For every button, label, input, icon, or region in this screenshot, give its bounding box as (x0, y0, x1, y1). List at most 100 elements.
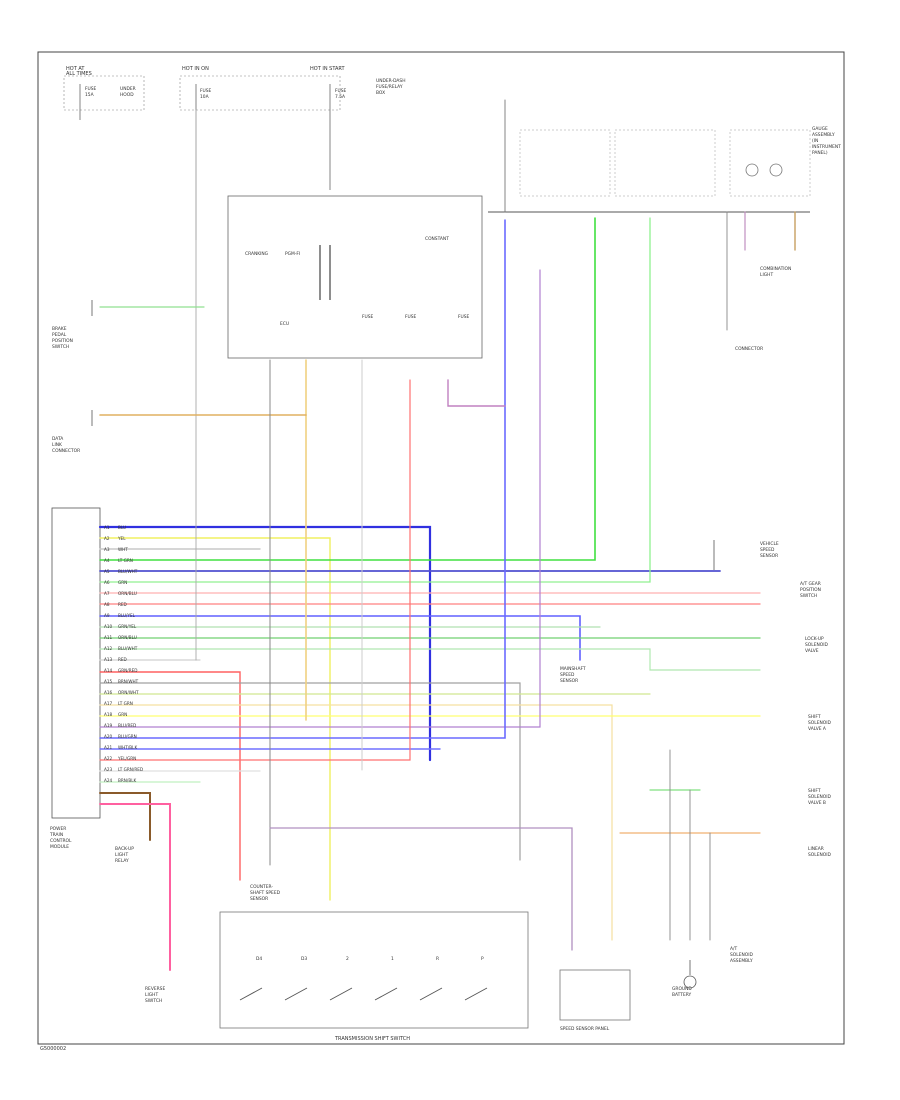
pcm-pin-number: A20 (104, 734, 113, 739)
ground-symbol (683, 960, 697, 989)
svg-text:ASSEMBLY: ASSEMBLY (730, 958, 753, 964)
pcm-wire-color: BLU/YEL (118, 613, 136, 618)
switch-contact (239, 987, 263, 1001)
footer-code: G5000002 (40, 1046, 66, 1052)
pcm-wire-color: LT GRN/RED (118, 767, 143, 772)
svg-text:FUSE: FUSE (335, 88, 347, 94)
svg-text:10A: 10A (200, 94, 209, 100)
pcm-pin-number: A24 (104, 778, 113, 783)
pcm-pin-number: A4 (104, 558, 110, 563)
pcm-wire-color: GRN/YEL (118, 624, 137, 629)
svg-text:DATA: DATA (52, 436, 63, 442)
svg-text:SWITCH: SWITCH (800, 593, 817, 599)
pcm-pin-number: A19 (104, 723, 113, 728)
svg-text:REVERSE: REVERSE (145, 986, 165, 992)
svg-text:VALVE B: VALVE B (808, 800, 826, 806)
svg-text:SOLENOID: SOLENOID (808, 720, 831, 726)
pcm-pin-number: A15 (104, 679, 113, 684)
pcm-wire-color: RED (118, 602, 127, 607)
speed-sensor-title: SPEED SENSOR PANEL (560, 1026, 610, 1032)
pcm-pin-number: A21 (104, 745, 113, 750)
svg-text:SHIFT: SHIFT (808, 714, 821, 720)
svg-text:MODULE: MODULE (50, 844, 69, 850)
switch-position-label: R (436, 956, 439, 962)
pcm-wire-color: LT GRN (118, 701, 133, 706)
svg-text:LINEAR: LINEAR (808, 846, 824, 852)
switch-position-label: P (481, 956, 484, 962)
pcm-wire-color: GRN (118, 580, 127, 585)
pcm-wire-color: LT GRN (118, 558, 133, 563)
svg-text:FUSE: FUSE (458, 314, 470, 320)
switch-contact (329, 987, 353, 1001)
svg-text:BOX: BOX (376, 90, 385, 96)
switch-contact (464, 987, 488, 1001)
pcm-wire-color: BLU/WHT (118, 569, 138, 574)
svg-text:CONSTANT: CONSTANT (425, 236, 449, 242)
fuse-box-left: HOT AT ALL TIMES FUSE 15A UNDER HOOD (63, 66, 145, 120)
pcm-pin-number: A9 (104, 613, 110, 618)
pcm-wire-color: ORN/BLU (118, 591, 137, 596)
svg-text:CONNECTOR: CONNECTOR (735, 346, 763, 352)
pcm-pin-number: A7 (104, 591, 110, 596)
pcm-wire-color: RED (118, 657, 127, 662)
svg-text:SENSOR: SENSOR (760, 553, 778, 559)
svg-text:SHIFT: SHIFT (808, 788, 821, 794)
pcm-wire-color: GRN (118, 712, 127, 717)
svg-text:A/T: A/T (730, 946, 737, 952)
svg-text:SOLENOID: SOLENOID (808, 794, 831, 800)
svg-text:7.5A: 7.5A (335, 94, 345, 100)
svg-text:TRAIN: TRAIN (49, 832, 63, 838)
svg-text:CONTROL: CONTROL (50, 838, 72, 844)
svg-text:COMBINATION: COMBINATION (760, 266, 791, 272)
svg-text:SOLENOID: SOLENOID (730, 952, 753, 958)
svg-text:HOT AT: HOT AT (66, 66, 85, 72)
svg-text:SENSOR: SENSOR (250, 896, 268, 902)
pcm-pin-number: A6 (104, 580, 110, 585)
pcm-pin-number: A13 (104, 657, 113, 662)
svg-text:RELAY: RELAY (115, 858, 129, 864)
switch-contact (419, 987, 443, 1001)
svg-text:UNDER: UNDER (120, 86, 136, 92)
pcm-pin-number: A11 (104, 635, 113, 640)
svg-text:SPEED: SPEED (760, 547, 775, 553)
svg-text:A/T GEAR: A/T GEAR (800, 581, 821, 587)
indicator-panel: GAUGE ASSEMBLY (IN INSTRUMENT PANEL) COM… (488, 126, 841, 352)
svg-text:VEHICLE: VEHICLE (760, 541, 779, 547)
svg-text:LOCK-UP: LOCK-UP (805, 636, 824, 642)
pcm-wire-color: YEL (117, 536, 126, 541)
switch-position-label: D4 (256, 956, 262, 962)
switch-contact (374, 987, 398, 1001)
pcm-pin-number: A16 (104, 690, 113, 695)
switch-position-label: D3 (301, 956, 307, 962)
pcm-wire-color: BLU/GRN (118, 734, 137, 739)
pcm-wire-color: ORN/WHT (118, 690, 139, 695)
shift-switch-title: TRANSMISSION SHIFT SWITCH (334, 1036, 410, 1042)
svg-text:POSITION: POSITION (800, 587, 821, 593)
pcm-pin-number: A23 (104, 767, 113, 772)
pcm-pin-number: A1 (104, 525, 110, 530)
pcm-wire-color: WHT/BLK (118, 745, 137, 750)
pcm-wire-color: YEL/GRN (117, 756, 136, 761)
svg-text:LINK: LINK (52, 442, 62, 448)
svg-text:LIGHT: LIGHT (145, 992, 158, 998)
pcm-wire-color: BRN/BLK (118, 778, 137, 783)
underdash-fuse-label: UNDER-DASH FUSE/RELAY BOX (376, 78, 406, 96)
svg-text:MAINSHAFT: MAINSHAFT (560, 666, 586, 672)
svg-text:ASSEMBLY: ASSEMBLY (812, 132, 835, 138)
pcm-wire-color: BLU/RED (118, 723, 136, 728)
pcm-pin-number: A8 (104, 602, 110, 607)
svg-text:FUSE: FUSE (405, 314, 417, 320)
fuse-box-center: HOT IN ON HOT IN START FUSE 10A FUSE 7.5… (179, 66, 347, 240)
switch-contact (284, 987, 308, 1001)
svg-text:LIGHT: LIGHT (760, 272, 773, 278)
relay-box: CRANKING PGM-FI CONSTANT ECU FUSE FUSE F… (227, 195, 483, 359)
pcm-wire-color: GRN/RED (118, 668, 137, 673)
svg-text:SOLENOID: SOLENOID (805, 642, 828, 648)
svg-text:HOOD: HOOD (120, 92, 134, 98)
wires (98, 99, 796, 971)
svg-text:VALVE A: VALVE A (808, 726, 826, 732)
